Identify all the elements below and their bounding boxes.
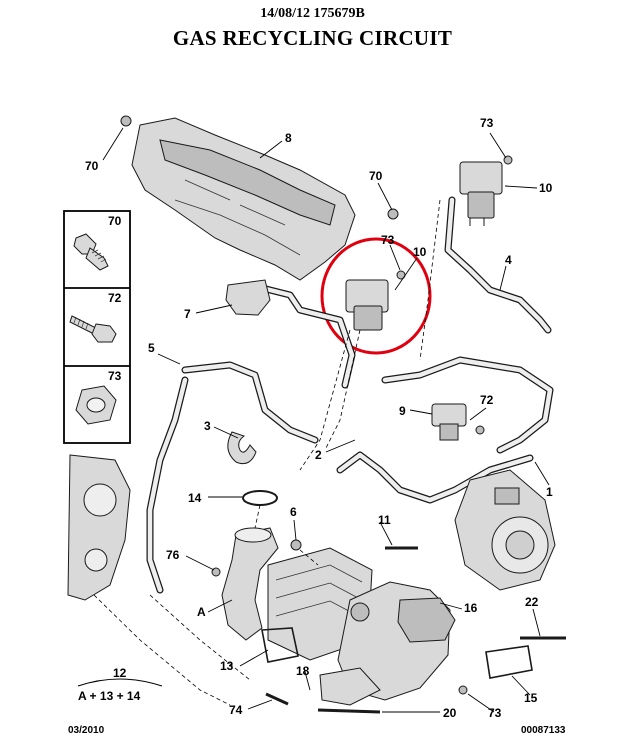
callout-73: 73 — [381, 233, 395, 247]
callout-6: 6 — [290, 505, 297, 519]
diagram-code: 14/08/12 175679B — [260, 6, 365, 21]
callout-16: 16 — [464, 601, 478, 615]
kit-formula: 12 A + 13 + 14 — [77, 666, 163, 703]
highlight-circle — [320, 237, 432, 355]
fastener-legend: 70 72 73 — [63, 210, 131, 444]
legend-number: 73 — [108, 369, 122, 383]
callout-70: 70 — [369, 169, 383, 183]
nut-icon — [75, 385, 117, 425]
callout-2: 2 — [315, 448, 322, 462]
vacuum-pump — [454, 469, 556, 591]
callout-20: 20 — [443, 706, 457, 720]
callout-9: 9 — [399, 404, 406, 418]
callout-73: 73 — [488, 706, 502, 720]
footer-reference: 00087133 — [521, 725, 566, 736]
egr-solenoid-top — [459, 161, 503, 226]
callout-3: 3 — [204, 419, 211, 433]
legend-number: 72 — [108, 291, 122, 305]
bolt-icon — [73, 233, 109, 271]
screw-icon — [69, 315, 117, 343]
callout-70: 70 — [85, 159, 99, 173]
vacuum-pipes — [146, 196, 554, 594]
callout-22: 22 — [525, 595, 539, 609]
callout-18: 18 — [296, 664, 310, 678]
callout-74: 74 — [229, 703, 243, 717]
gasket-ring — [242, 490, 278, 506]
callout-1: 1 — [546, 485, 553, 499]
callout-10: 10 — [539, 181, 553, 195]
callout-10: 10 — [413, 245, 427, 259]
alignment-lines — [93, 199, 441, 706]
intake-manifold — [131, 117, 356, 281]
egr-valve-housing — [67, 454, 131, 601]
callout-73: 73 — [480, 116, 494, 130]
callout-14: 14 — [188, 491, 202, 505]
kit-number: 12 — [113, 666, 127, 680]
legend-number: 70 — [108, 214, 122, 228]
egr-solenoid-highlighted — [345, 279, 389, 331]
callout-76: 76 — [166, 548, 180, 562]
callout-13: 13 — [220, 659, 234, 673]
callout-72: 72 — [480, 393, 494, 407]
callout-4: 4 — [505, 253, 512, 267]
vacuum-valve — [431, 403, 467, 441]
gasket-flange — [485, 645, 533, 679]
callout-5: 5 — [148, 341, 155, 355]
kit-formula-text: A + 13 + 14 — [78, 689, 141, 703]
diagram-title: GAS RECYCLING CIRCUIT — [172, 26, 453, 50]
callout-8: 8 — [285, 131, 292, 145]
egr-pipe-a — [221, 527, 279, 641]
footer-date: 03/2010 — [68, 725, 105, 736]
leader-lines — [102, 127, 550, 713]
callout-15: 15 — [524, 691, 538, 705]
callout-7: 7 — [184, 307, 191, 321]
callout-A: A — [197, 605, 206, 619]
callout-11: 11 — [378, 513, 391, 527]
egr-cooler — [267, 547, 456, 706]
callouts: 70 8 70 73 10 73 10 4 7 5 9 72 3 2 1 14 … — [85, 116, 553, 720]
pipe-clip — [227, 431, 257, 465]
bracket — [225, 279, 271, 316]
